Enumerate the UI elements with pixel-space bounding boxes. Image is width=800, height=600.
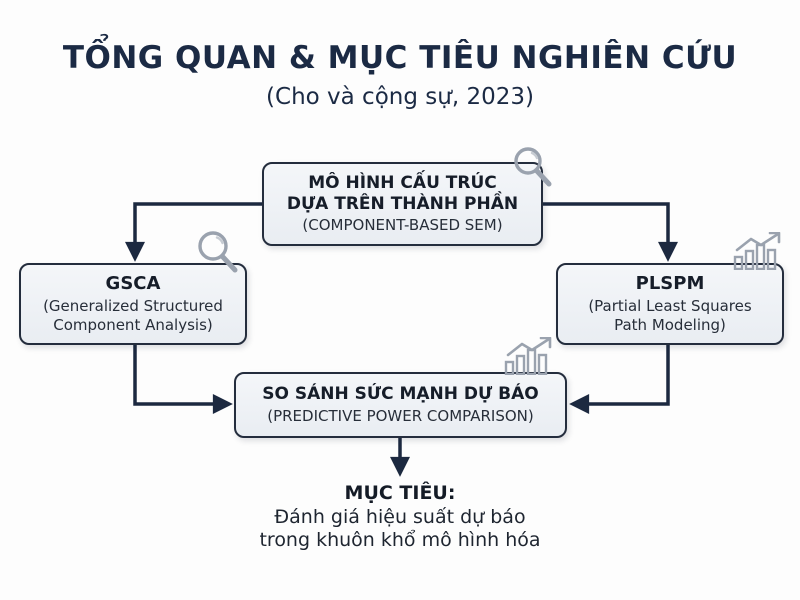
node-subtitle: (Partial Least Squares Path Modeling) [588, 297, 752, 334]
magnifier-icon [514, 147, 552, 187]
page-title: TỔNG QUAN & MỤC TIÊU NGHIÊN CỨU [62, 40, 738, 76]
objective-block: MỤC TIÊU: Đánh giá hiệu suất dự báo tron… [0, 482, 800, 551]
node-component-based-sem: MÔ HÌNH CẤU TRÚC DỰA TRÊN THÀNH PHẦN (CO… [262, 162, 543, 246]
node-title: DỰA TRÊN THÀNH PHẦN [286, 193, 519, 214]
connector-plspm-to-compare [569, 345, 670, 414]
magnifier-icon [198, 231, 238, 273]
connector-gsca-to-compare [133, 345, 233, 414]
growth-chart-icon [504, 337, 552, 375]
node-subtitle: (COMPONENT-BASED SEM) [302, 216, 503, 235]
node-predictive-power-comparison: SO SÁNH SỨC MẠNH DỰ BÁO (PREDICTIVE POWE… [234, 372, 567, 438]
connector-root-to-plspm [543, 202, 678, 262]
node-title: SO SÁNH SỨC MẠNH DỰ BÁO [262, 384, 539, 405]
connector-root-to-gsca [125, 202, 262, 262]
page-subtitle: (Cho và cộng sự, 2023) [266, 84, 534, 110]
node-gsca: GSCA (Generalized Structured Component A… [19, 263, 247, 345]
objective-label: MỤC TIÊU: [344, 482, 456, 504]
node-title: MÔ HÌNH CẤU TRÚC [308, 172, 497, 193]
node-subtitle: (PREDICTIVE POWER COMPARISON) [267, 406, 534, 425]
objective-line: trong khuôn khổ mô hình hóa [259, 528, 541, 551]
node-title: GSCA [105, 273, 161, 295]
growth-chart-icon [733, 232, 781, 270]
objective-line: Đánh giá hiệu suất dự báo [274, 506, 526, 529]
node-subtitle: (Generalized Structured Component Analys… [43, 297, 223, 334]
node-plspm: PLSPM (Partial Least Squares Path Modeli… [556, 263, 784, 345]
node-title: PLSPM [635, 273, 705, 295]
